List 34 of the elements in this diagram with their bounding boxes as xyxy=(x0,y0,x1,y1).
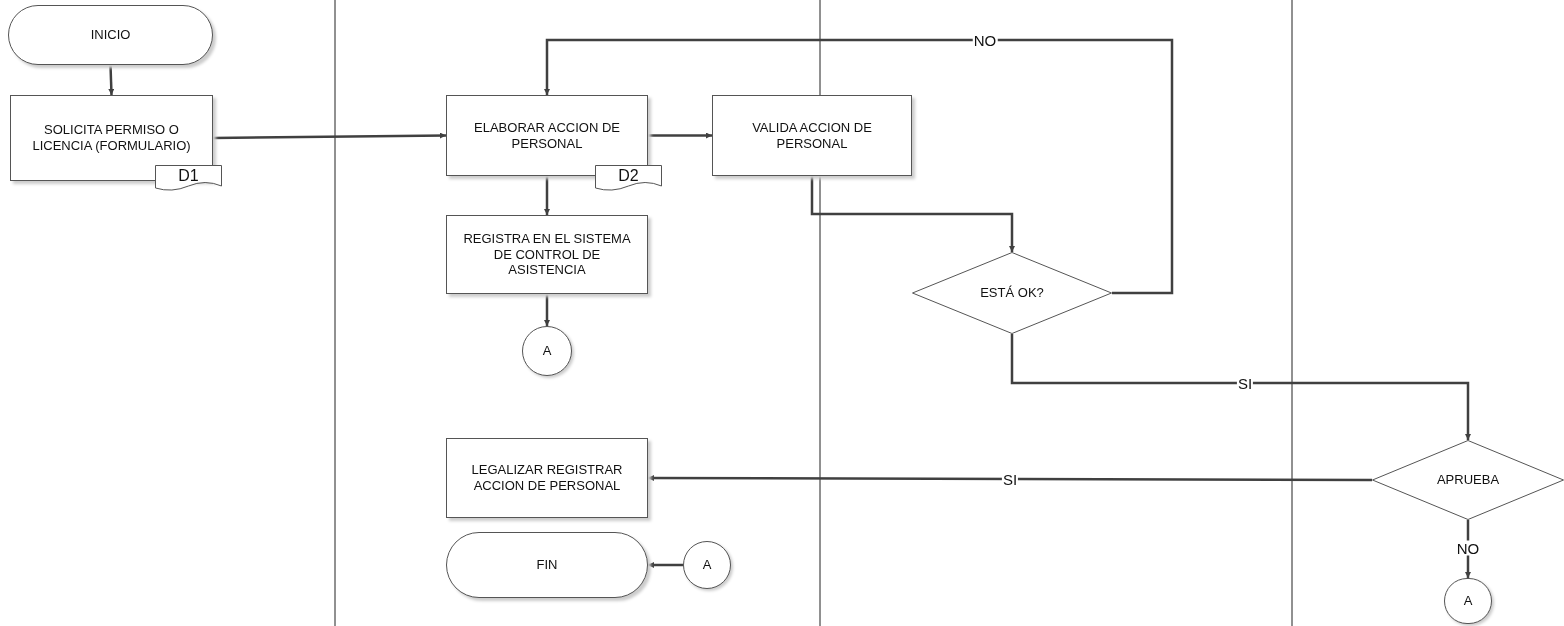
connector-arrow xyxy=(648,475,1372,482)
connector-arrow xyxy=(810,176,1015,252)
node-label: A xyxy=(542,343,552,359)
node-label: ELABORAR ACCION DE PERSONAL xyxy=(473,119,621,152)
node-label: VALIDA ACCION DE PERSONAL xyxy=(751,119,873,152)
connector-arrow xyxy=(648,132,712,139)
process-box xyxy=(446,215,648,294)
connector-arrow xyxy=(544,176,550,215)
edge-label: NO xyxy=(1455,540,1481,556)
process-box xyxy=(446,438,648,518)
terminal-shape xyxy=(446,532,648,598)
node-label: A xyxy=(1463,593,1473,609)
node-label: LEGALIZAR REGISTRAR ACCION DE PERSONAL xyxy=(470,462,624,494)
node-label: SOLICITA PERMISO O LICENCIA (FORMULARIO) xyxy=(31,122,192,154)
node-label: ESTÁ OK? xyxy=(980,285,1044,301)
decision-diamond xyxy=(1372,440,1564,520)
node-label: INICIO xyxy=(90,27,131,43)
connector-arrow xyxy=(648,562,683,568)
connector-arrow xyxy=(544,294,550,326)
terminal-shape xyxy=(8,5,213,65)
document-shape xyxy=(595,165,662,191)
node-label: FIN xyxy=(536,557,558,573)
node-label: D1 xyxy=(178,166,199,186)
node-label: D2 xyxy=(618,166,639,186)
node-label: A xyxy=(702,557,712,573)
node-label: REGISTRA EN EL SISTEMA DE CONTROL DE ASISTENCIA xyxy=(462,231,632,278)
node-label: APRUEBA xyxy=(1436,472,1500,488)
connector-arrow xyxy=(544,38,1174,295)
connector-arrow xyxy=(213,132,446,140)
connector-arrow xyxy=(108,64,115,96)
document-shape xyxy=(155,165,222,191)
connector-arrow xyxy=(1010,334,1471,440)
decision-diamond xyxy=(912,252,1112,334)
process-box xyxy=(712,95,912,176)
